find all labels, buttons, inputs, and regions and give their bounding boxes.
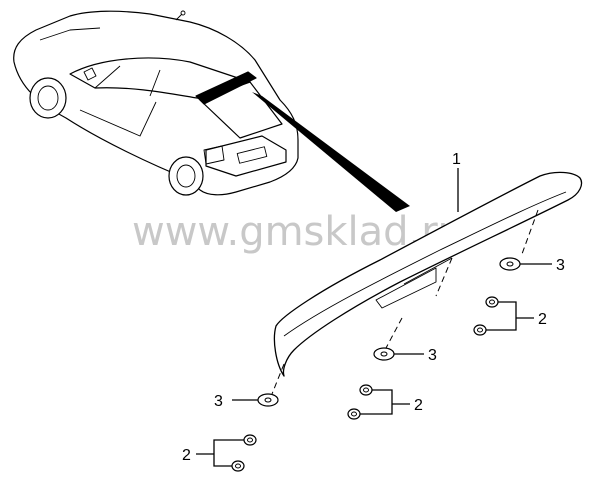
rear-spoiler [273,171,583,377]
callout-washer-left: 3 [214,393,223,410]
car-illustration [13,10,299,196]
washer-right [499,257,521,271]
leader-band [252,92,410,212]
washer-middle [373,347,395,361]
callout-line-nut-right [486,301,517,331]
nut-left [231,434,257,472]
callout-washer-middle: 3 [428,347,437,364]
callout-nut-right: 2 [538,311,547,328]
nut-middle [347,384,373,420]
callout-washer-right: 3 [556,257,565,274]
callout-line-nut-left [213,439,244,467]
stud-lines [271,209,539,395]
washer-left [257,393,279,407]
nut-right [473,296,499,336]
callout-line-nut-middle [360,389,393,415]
callout-nut-middle: 2 [414,397,423,414]
callout-nut-left: 2 [182,447,191,464]
callout-spoiler: 1 [452,151,461,168]
